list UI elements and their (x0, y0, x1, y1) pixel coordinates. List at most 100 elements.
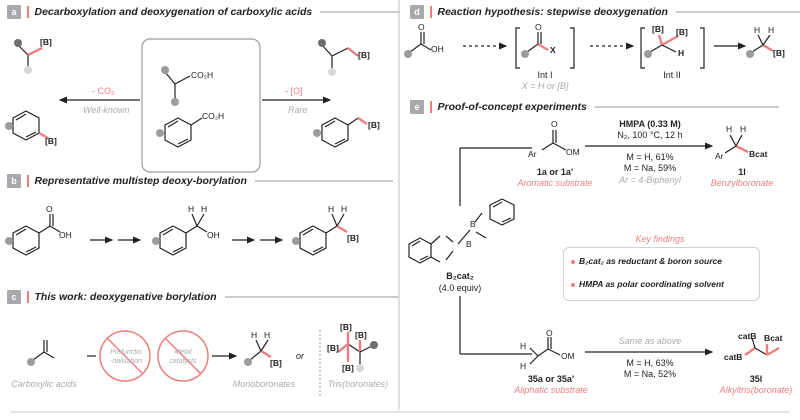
section-b-accent-bar (27, 175, 29, 187)
section-d-badge: d (410, 5, 424, 19)
e-sub2-h2: H (520, 361, 527, 371)
e-prod1-h2: H (740, 124, 747, 134)
d-int2-b2: [B] (676, 27, 688, 37)
e-prod2-catb-left: catB (724, 352, 743, 362)
b-boronate-b: [B] (347, 233, 359, 243)
section-c-title: This work: deoxygenative borylation (34, 291, 217, 303)
section-e-rule (594, 106, 779, 108)
e-sub2-desc: Aliphatic substrate (514, 385, 588, 395)
finding-1-text: B₂cat₂ as reductant & boron source (579, 256, 722, 266)
c-mono-h2: H (264, 330, 271, 340)
d-acid-oh: OH (431, 44, 444, 54)
d-acid-o: O (418, 22, 425, 32)
d-x-note: X = H or [B] (521, 81, 569, 91)
section-e-header: e Proof-of-concept experiments (410, 100, 779, 114)
c-mono-b: [B] (270, 358, 282, 368)
a-acid-co2h: CO₂H (191, 70, 214, 80)
e-sub1-o: O (551, 119, 558, 129)
finding-2-text: HMPA as polar coordinating solvent (579, 279, 724, 289)
section-c-badge: c (7, 290, 21, 304)
panel-a-drawing (5, 38, 368, 173)
section-e-title: Proof-of-concept experiments (437, 101, 587, 113)
e-prod2-bcat: Bcat (764, 333, 783, 343)
d-product-h1: H (754, 25, 761, 35)
e-yield-35a: M = H, 63% (626, 358, 674, 368)
panel-b-drawing (5, 213, 348, 256)
section-a-title: Decarboxylation and deoxygenation of car… (34, 6, 313, 18)
e-prod2-desc: Alkyltris(boronate) (719, 385, 793, 395)
b-boronate-h2: H (341, 204, 348, 214)
e-conditions-line1: HMPA (0.33 M) (619, 119, 681, 129)
c-prefunctionalisation-label: Prefunctio -nalisation (110, 349, 142, 365)
section-d-title: Reaction hypothesis: stepwise deoxygenat… (437, 6, 668, 18)
section-a-rule (320, 11, 401, 13)
section-b-header: b Representative multistep deoxy-borylat… (7, 174, 393, 188)
e-prod2-catb-top: catB (738, 331, 757, 341)
panel-c-drawing (27, 330, 378, 397)
b-boronate-h1: H (328, 204, 335, 214)
a-minus-co2: - CO₂ (92, 86, 115, 96)
e-same-as-above: Same as above (618, 336, 682, 346)
panel-d-drawing (404, 27, 774, 69)
section-c-accent-bar (27, 291, 29, 303)
finding-1: B₂cat₂ as reductant & boron source (571, 256, 722, 266)
section-d-rule (675, 11, 800, 13)
b-alcohol-h2: H (201, 204, 208, 214)
e-sub1-desc: Aromatic substrate (517, 178, 593, 188)
e-sub2-label: 35a or 35a' (527, 374, 575, 384)
section-b-title: Representative multistep deoxy-borylatio… (34, 175, 247, 187)
e-b2cat2-b2: B (470, 219, 476, 229)
a-product-aryl-b: [B] (45, 136, 57, 146)
e-reagent-equiv: (4.0 equiv) (438, 283, 482, 293)
a-benzoic-co2h: CO₂H (202, 111, 225, 121)
e-sub2-o: O (546, 328, 553, 338)
e-yield-1b: M = Na, 59% (623, 163, 677, 173)
e-ar-note: Ar = 4-Biphenyl (619, 175, 681, 185)
e-reagent-name: B₂cat₂ (446, 271, 474, 281)
e-sub1-ar: Ar (528, 149, 537, 159)
c-carboxylic-acids-label: Carboxylic acids (11, 379, 77, 389)
e-b2cat2-b1: B (466, 239, 472, 249)
a-minus-o: - [O] (285, 86, 303, 96)
a-product-benzyl-b: [B] (368, 120, 380, 130)
panel-e-drawing (408, 130, 780, 365)
c-metal-catalysts-label: Metal catalysts (169, 349, 197, 365)
d-product-h2: H (768, 25, 775, 35)
e-sub1-om: OM (566, 147, 580, 157)
e-prod1-bcat: Bcat (749, 149, 768, 159)
section-c-rule (224, 296, 399, 298)
d-product-b: [B] (773, 48, 785, 58)
section-b-badge: b (7, 174, 21, 188)
e-prod2-label: 35l (749, 374, 763, 384)
c-tris-b-top1: [B] (340, 322, 352, 332)
c-tris-b-bottom: [B] (342, 363, 354, 373)
section-b-rule (254, 180, 393, 182)
c-tris-b-left: [B] (327, 343, 339, 353)
a-product-top-right-b: [B] (358, 50, 370, 60)
e-prod1-label: 1l (738, 167, 746, 177)
section-e-accent-bar (430, 101, 432, 113)
e-sub1-label: 1a or 1a' (536, 167, 574, 177)
d-int2-label: Int II (663, 70, 681, 80)
section-d-header: d Reaction hypothesis: stepwise deoxygen… (410, 5, 800, 19)
finding-2-bullet (571, 282, 575, 287)
e-yield-35b: M = Na, 52% (623, 369, 677, 379)
key-findings-title: Key findings (632, 234, 688, 244)
d-int2-b1: [B] (652, 24, 664, 34)
c-tris-b-top2: [B] (355, 330, 367, 340)
b-acid-oh: OH (59, 230, 72, 240)
section-a-header: a Decarboxylation and deoxygenation of c… (7, 5, 401, 19)
d-int1-o: O (535, 22, 542, 32)
key-findings-box (563, 247, 760, 301)
section-d-accent-bar (430, 6, 432, 18)
e-conditions-line2: N₂, 100 °C, 12 h (617, 130, 683, 140)
c-or-label: or (296, 351, 305, 361)
a-well-known: Well-known (83, 105, 130, 115)
e-prod1-h1: H (726, 124, 733, 134)
d-int2-h: H (678, 48, 685, 58)
section-e-badge: e (410, 100, 424, 114)
d-int1-x: X (550, 45, 556, 55)
a-product-top-left-b: [B] (40, 37, 52, 47)
b-alcohol-oh: OH (207, 230, 220, 240)
